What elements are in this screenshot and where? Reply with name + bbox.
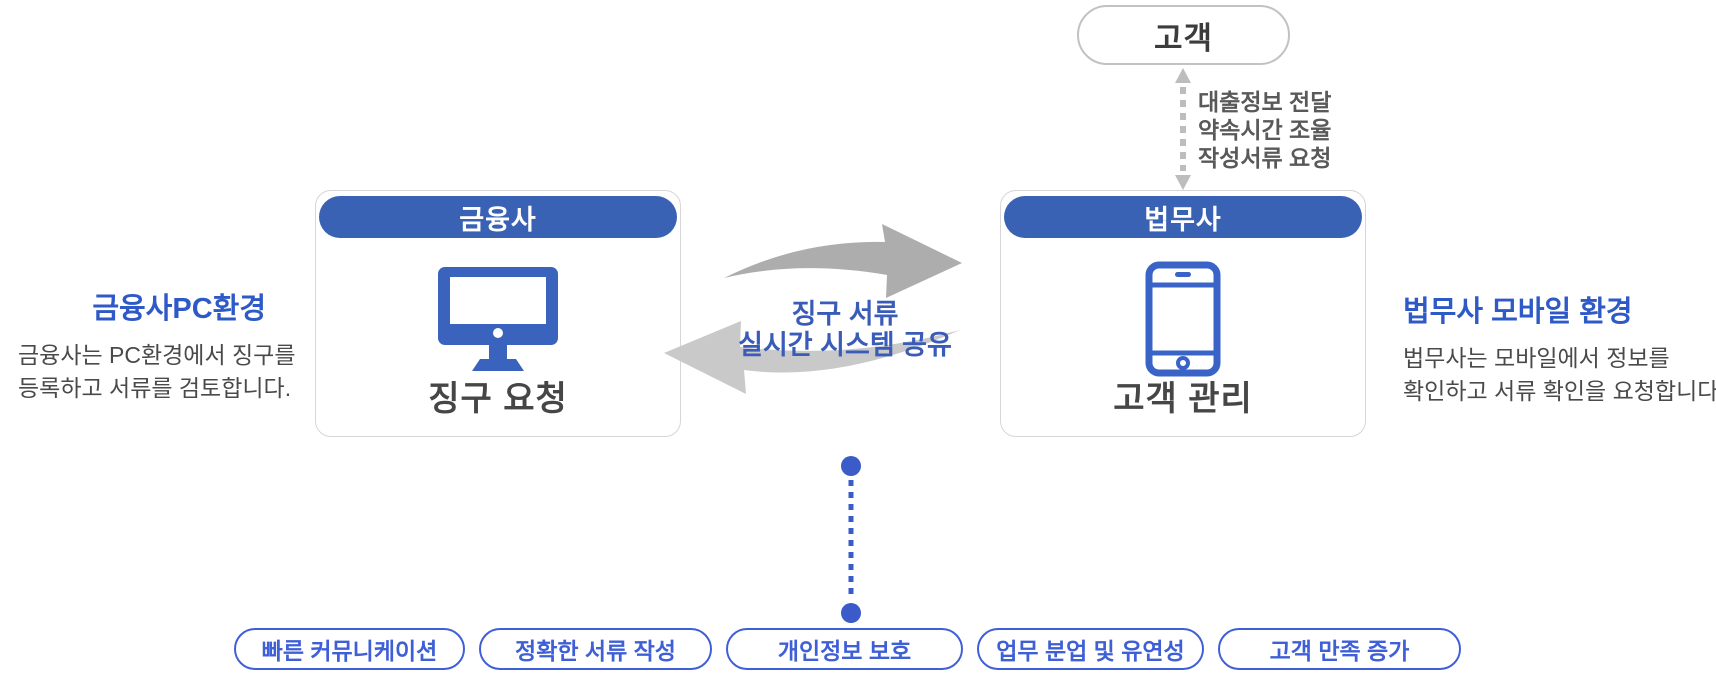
finance-environment-description: 금융사는 PC환경에서 징구를 등록하고 서류를 검토합니다. [18,339,296,405]
legal-card-header: 법무사 [1004,196,1362,238]
exchange-label-line: 실시간 시스템 공유 [738,330,952,360]
finance-environment-title: 금융사PC환경 [92,293,266,325]
benefit-label: 고객 만족 증가 [1269,638,1410,664]
benefit-pill-customer-satisfaction: 고객 만족 증가 [1218,628,1461,670]
legal-environment-title: 법무사 모바일 환경 [1403,296,1633,328]
finance-card-header: 금융사 [319,196,677,238]
finance-card-header-label: 금융사 [459,204,537,235]
customer-legal-dotted-arrow-icon [1175,68,1191,190]
link-note-line: 약속시간 조율 [1198,117,1332,143]
benefit-label: 정확한 서류 작성 [515,638,676,664]
exchange-arrows-icon [664,224,962,394]
legal-card-header-label: 법무사 [1144,204,1222,235]
desktop-monitor-icon [438,267,558,371]
finance-card-label: 징구 요청 [428,380,568,418]
benefit-label: 업무 분업 및 유연성 [996,638,1185,664]
description-line: 법무사는 모바일에서 정보를 [1403,345,1670,371]
benefits-connector-icon [841,456,861,623]
link-note-line: 작성서류 요청 [1198,145,1332,171]
benefit-pill-division-of-work: 업무 분업 및 유연성 [977,628,1204,670]
benefit-pill-accurate-documents: 정확한 서류 작성 [479,628,712,670]
benefit-label: 개인정보 보호 [777,638,912,664]
legal-environment-description: 법무사는 모바일에서 정보를 확인하고 서류 확인을 요청합니다. [1403,342,1716,408]
customer-link-notes: 대출정보 전달 약속시간 조율 작성서류 요청 [1198,88,1331,172]
description-line: 확인하고 서류 확인을 요청합니다. [1403,378,1716,404]
customer-label: 고객 [1153,20,1214,56]
description-line: 등록하고 서류를 검토합니다. [18,375,292,401]
finance-company-card: 금융사 징구 요청 [315,190,681,437]
exchange-label: 징구 서류 실시간 시스템 공유 [670,299,1020,361]
legal-card-label: 고객 관리 [1113,380,1253,418]
legal-scrivener-card: 법무사 고객 관리 [1000,190,1366,437]
benefit-pill-privacy: 개인정보 보호 [726,628,963,670]
link-note-line: 대출정보 전달 [1198,89,1332,115]
smartphone-icon [1145,261,1221,377]
benefit-pill-communication: 빠른 커뮤니케이션 [234,628,465,670]
finance-environment-text: 금융사PC환경 금융사는 PC환경에서 징구를 등록하고 서류를 검토합니다. [18,285,296,405]
exchange-label-line: 징구 서류 [791,299,899,329]
benefit-label: 빠른 커뮤니케이션 [261,638,438,664]
legal-environment-text: 법무사 모바일 환경 법무사는 모바일에서 정보를 확인하고 서류 확인을 요청… [1403,288,1716,408]
customer-node: 고객 [1077,5,1290,65]
description-line: 금융사는 PC환경에서 징구를 [18,342,296,368]
benefits-row: 빠른 커뮤니케이션 정확한 서류 작성 개인정보 보호 업무 분업 및 유연성 … [234,628,1461,670]
